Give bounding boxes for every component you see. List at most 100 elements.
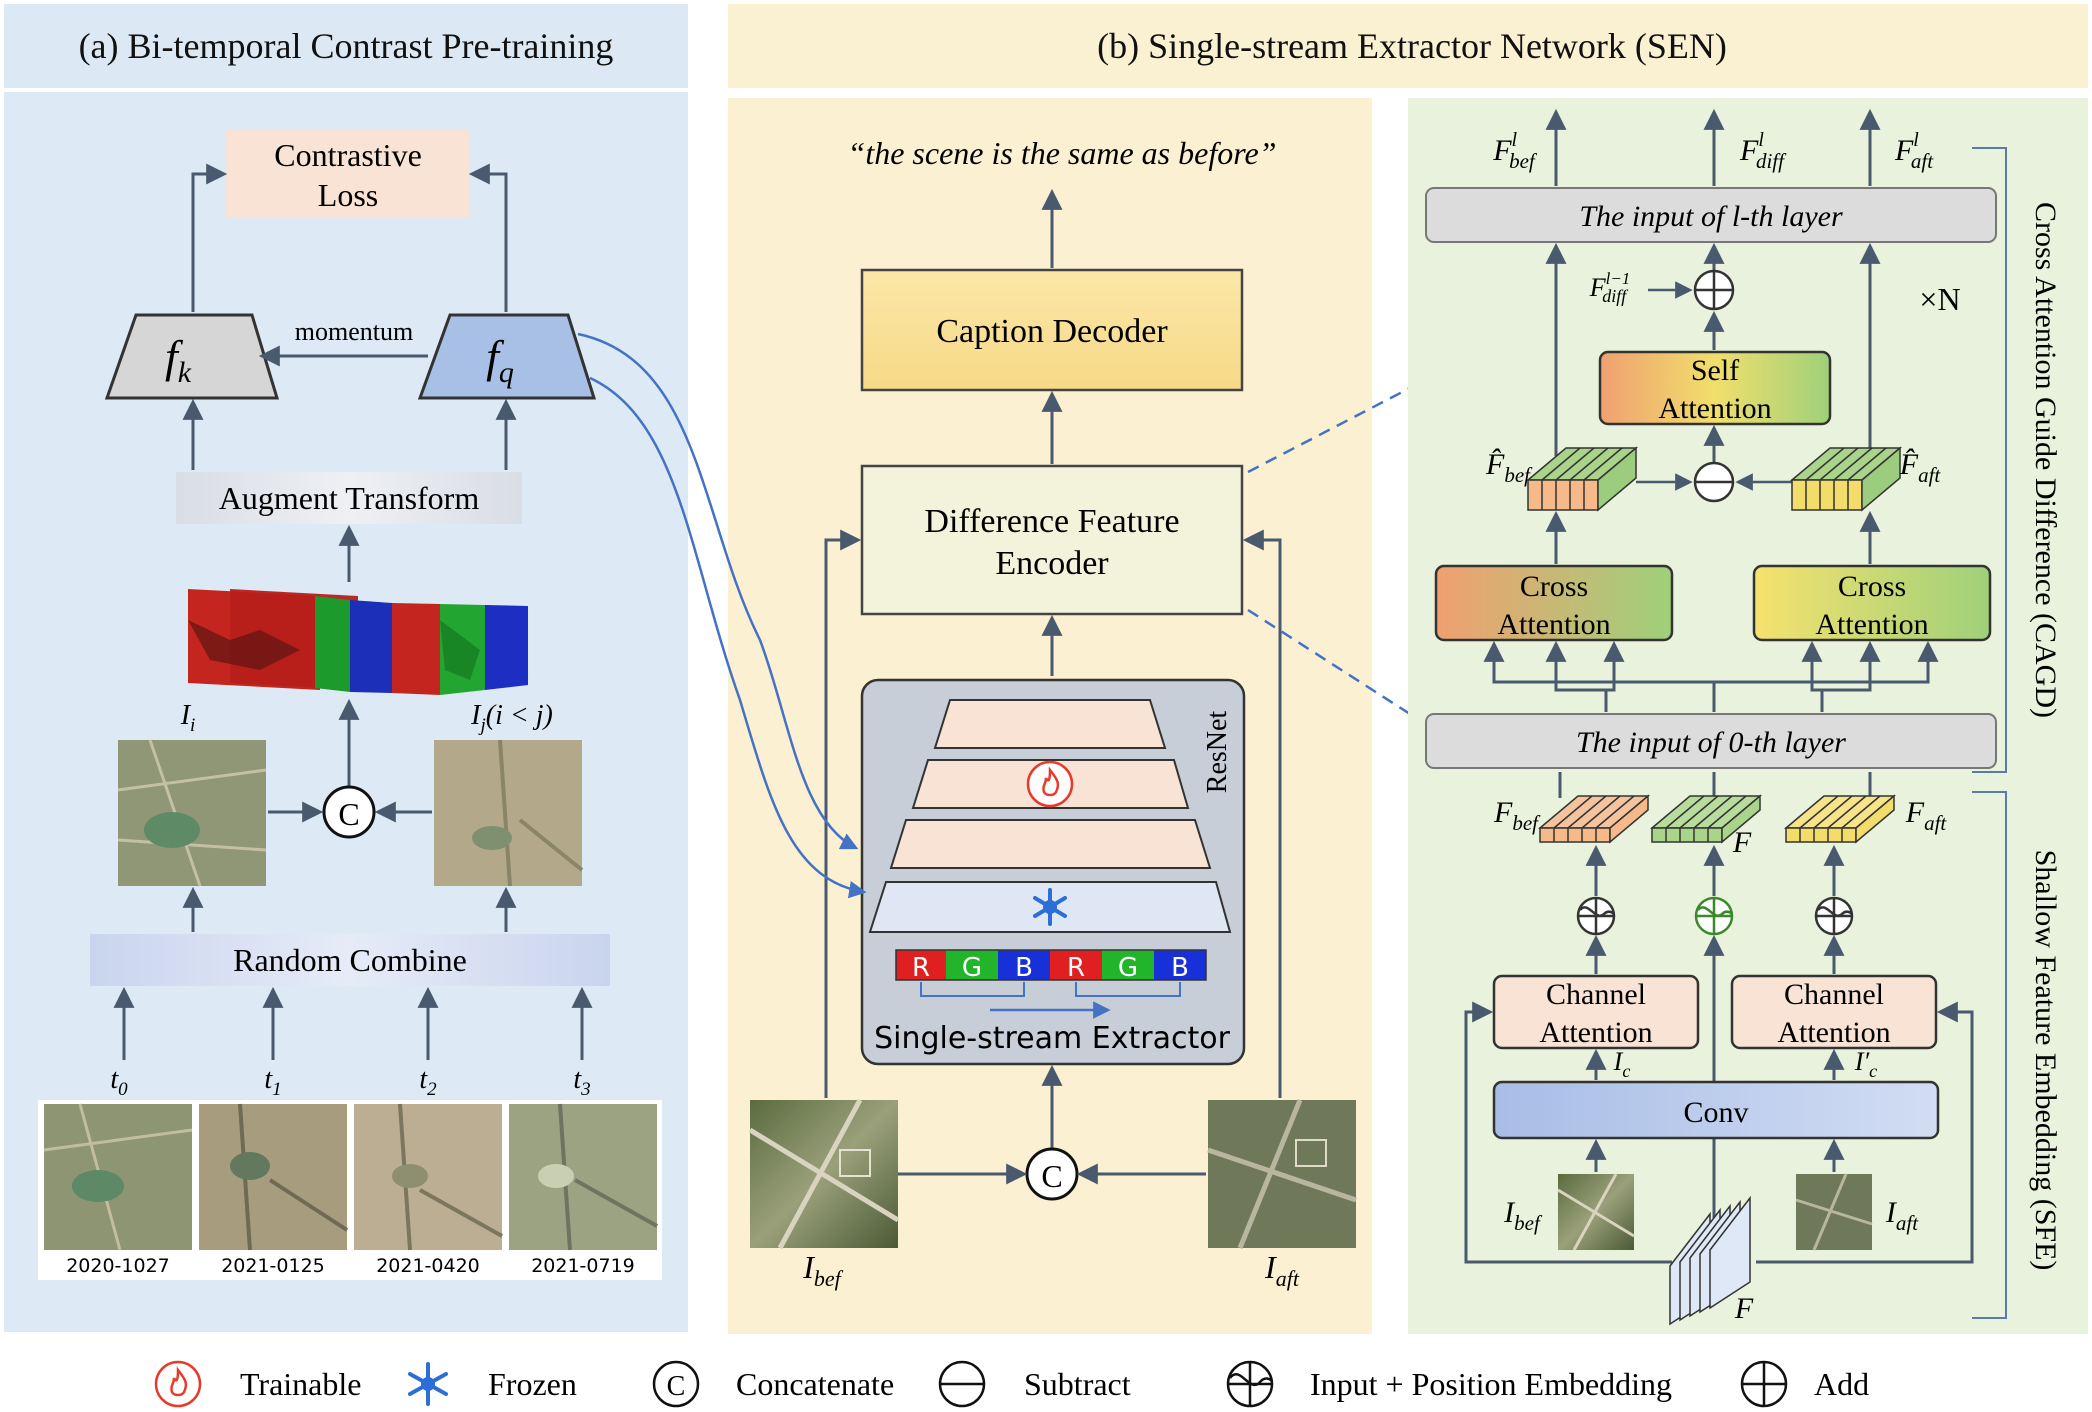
self-attention-box	[1598, 350, 1832, 426]
faft-label: Faft	[1905, 796, 1948, 835]
fmid-label: F	[1732, 826, 1752, 859]
legend-trainable-icon	[154, 1360, 202, 1408]
zoom-line-bottom	[1247, 608, 1411, 716]
rgb-letter-1: R	[912, 953, 930, 983]
date-label-2: 2021-0420	[376, 1255, 480, 1277]
rgb-bracket-2	[1075, 982, 1181, 997]
panel-b-title: (b) Single-stream Extractor Network (SEN…	[1097, 26, 1727, 66]
legend-add-cross	[1742, 1362, 1786, 1406]
channel-attention-1-label-1: Channel	[1546, 978, 1646, 1011]
extractor-label: Single-stream Extractor	[874, 1021, 1231, 1056]
pos-embed-symbol-1	[1576, 896, 1616, 936]
fbef-bars	[1537, 794, 1651, 844]
legend-concat-label: Concatenate	[736, 1366, 894, 1402]
time-label-3: t3	[573, 1064, 590, 1100]
rgb-bracket-1	[920, 982, 1025, 997]
date-label-0: 2020-1027	[66, 1255, 170, 1277]
augment-transform-box	[176, 472, 522, 524]
ic2-label: I′c	[1854, 1047, 1877, 1081]
image-aft-c	[1795, 1173, 1873, 1251]
pos-embed-symbol-2	[1694, 896, 1734, 936]
f-stack	[1669, 1195, 1751, 1326]
time-label-2: t2	[419, 1064, 437, 1100]
legend-concat-icon	[652, 1360, 700, 1408]
caption-output: “the scene is the same as before”	[848, 135, 1277, 171]
dfe-label-1: Difference Feature	[924, 503, 1179, 540]
rgb-letter-3: B	[1015, 953, 1033, 983]
arrow-fk-to-loss	[191, 163, 228, 312]
rgb-letter-6: B	[1171, 953, 1189, 983]
cross-attention-1-label-2: Attention	[1497, 608, 1610, 641]
channel-attention-2-label-2: Attention	[1777, 1016, 1890, 1049]
time-image-2	[354, 1103, 503, 1251]
time-image-0	[43, 1103, 193, 1251]
fmid-bars	[1649, 794, 1763, 844]
legend-pos-embed-icon	[1226, 1360, 1274, 1408]
cagd-bracket	[1972, 147, 2007, 773]
legend-pos-embed-label: Input + Position Embedding	[1310, 1366, 1672, 1402]
time-label-0: t0	[110, 1064, 128, 1100]
legend-add-label: Add	[1814, 1366, 1869, 1402]
legend-trainable-label: Trainable	[240, 1366, 361, 1402]
contrastive-loss-box	[226, 130, 470, 218]
caption-decoder-box	[860, 268, 1244, 392]
image-j	[434, 739, 584, 887]
channel-attention-1-box	[1492, 974, 1700, 1050]
fhat-bef-bars	[1525, 446, 1639, 512]
dfe-box	[860, 464, 1244, 616]
conv-box	[1492, 1080, 1940, 1140]
channel-stack	[188, 589, 528, 695]
fq-link-curve-2	[589, 376, 867, 899]
image-j-label: Ij(i < j)	[470, 700, 553, 736]
fq-encoder	[417, 313, 597, 400]
layer-l-box	[1425, 187, 1997, 243]
image-aft-b	[1207, 1099, 1357, 1249]
line-iaft-to-ca2	[1756, 1001, 1974, 1264]
date-label-1: 2021-0125	[221, 1255, 325, 1277]
fhat-aft-bars	[1789, 446, 1903, 512]
resnet-label: ResNet	[1202, 711, 1233, 794]
cross-attention-2-label-1: Cross	[1838, 570, 1906, 603]
iaft-label-c: Iaft	[1885, 1196, 1919, 1235]
image-bef-c	[1557, 1173, 1635, 1251]
panel-a-title: (a) Bi-temporal Contrast Pre-training	[79, 26, 614, 66]
arrow-iaft-to-dfe	[1242, 529, 1282, 1098]
fq-link-curve-1	[577, 332, 859, 850]
resnet-layer-1	[933, 699, 1167, 749]
augment-transform-label: Augment Transform	[219, 480, 480, 516]
layer-0-label: The input of 0-th layer	[1576, 726, 1846, 759]
concat-symbol-b-text: C	[1041, 1158, 1062, 1194]
line-ibef-to-ca1	[1464, 1001, 1672, 1264]
contrastive-loss-label-2: Loss	[318, 177, 378, 213]
fhat-aft-label: F̂aft	[1899, 448, 1942, 487]
channel-attention-1-label-2: Attention	[1539, 1016, 1652, 1049]
panel-a-title-bar	[4, 4, 688, 88]
random-combine-label: Random Combine	[233, 942, 467, 978]
faft-bars	[1783, 794, 1897, 844]
ibef-label-b: Ibef	[802, 1249, 843, 1291]
panel-b-title-bar	[728, 4, 2088, 88]
layer-l-label: The input of l-th layer	[1579, 200, 1843, 233]
rgb-letter-4: R	[1067, 953, 1085, 983]
time-label-1: t1	[264, 1064, 281, 1100]
fk-encoder	[104, 313, 280, 400]
random-combine-box	[90, 934, 610, 986]
legend-concat-symbol: C	[667, 1371, 686, 1402]
self-attention-label-1: Self	[1691, 354, 1739, 387]
date-label-3: 2021-0719	[531, 1255, 635, 1277]
legend-frozen-icon	[408, 1362, 448, 1406]
channel-attention-2-label-1: Channel	[1784, 978, 1884, 1011]
sfe-label: Shallow Feature Embedding (SFE)	[2029, 850, 2062, 1271]
image-i-label: Ii	[180, 700, 196, 736]
concat-symbol-a	[322, 785, 376, 839]
cagd-label: Cross Attention Guide Difference (CAGD)	[2029, 202, 2062, 718]
rgb-letter-5: G	[1118, 953, 1138, 983]
rgb-strip	[895, 949, 1207, 981]
rgb-letter-2: G	[962, 953, 982, 983]
pos-embed-symbol-3	[1814, 896, 1854, 936]
